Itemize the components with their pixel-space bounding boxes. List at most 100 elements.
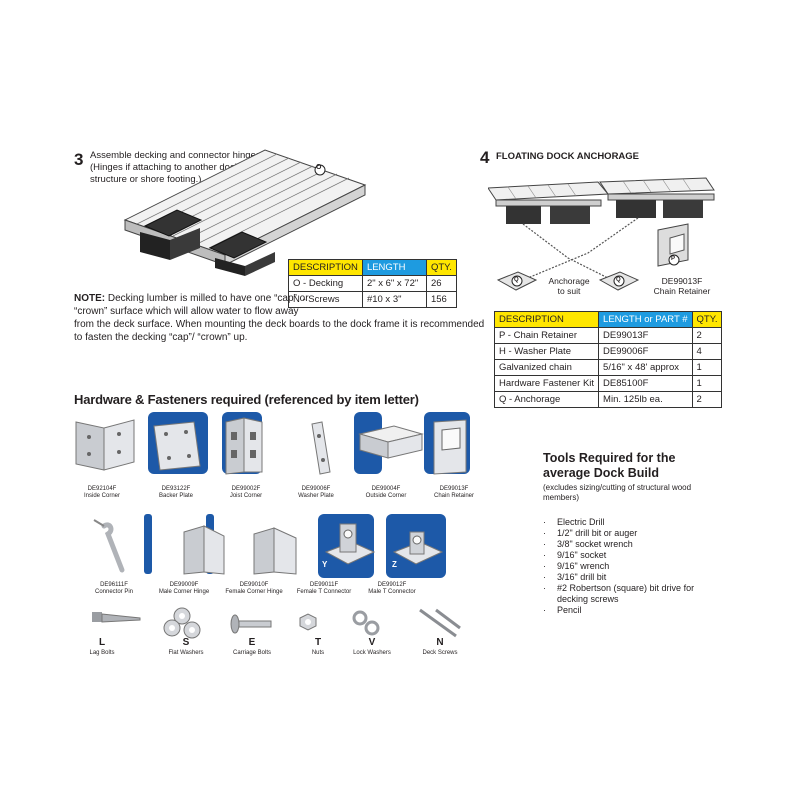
cell-description: Hardware Fastener Kit [493,375,600,392]
table-row: N - Screws #10 x 3" 156 [288,291,457,308]
cell-part: DE99006F [598,343,693,360]
cell-part: DE85100F [598,375,693,392]
table-header-row: DESCRIPTION LENGTH QTY. [288,259,457,276]
fastener-letter: V [368,637,376,648]
list-item: ·9/16" wrench [543,561,610,571]
flat-washer-icon [163,607,201,639]
cell-qty: 2 [691,391,723,408]
list-item: ·1/2" drill bit or auger [543,528,638,538]
header-qty: QTY. [425,259,457,276]
header-description: DESCRIPTION [493,311,600,328]
list-item: ·3/16" drill bit [543,572,607,582]
fastener-letter: L [98,637,106,648]
cell-length: #10 x 3" [361,291,427,308]
lock-washer-icon [352,610,380,636]
hardware-title: Hardware & Fasteners required (reference… [74,392,419,407]
list-item: ·9/16" socket [543,550,607,560]
header-qty: QTY. [691,311,723,328]
fastener-caption: Flat Washers [168,650,204,656]
step-3-parts-table: DESCRIPTION LENGTH QTY. O - Decking 2" x… [288,259,457,308]
backer-plate-icon [153,421,201,471]
step-3-instruction: Assemble decking and connector hinges. (… [90,150,264,185]
step-4-parts-table: DESCRIPTION LENGTH or PART # QTY. P - Ch… [493,311,723,408]
nut-icon [299,613,317,631]
cell-part: Min. 125lb ea. [598,391,693,408]
table-row: Galvanized chain 5/16" x 48' approx 1 [493,359,723,376]
cell-description: H - Washer Plate [493,343,600,360]
cell-length: 2" x 6" x 72" [361,275,427,292]
cell-description: N - Screws [288,291,363,308]
header-description: DESCRIPTION [288,259,363,276]
connector-pin-icon [93,519,125,573]
anchorage-illustration [488,177,715,291]
fastener-caption: Nuts [311,650,325,656]
letter-z: Z [392,560,397,569]
list-item: ·3/8" socket wrench [543,539,633,549]
callout-o-icon [314,164,326,176]
table-row: P - Chain Retainer DE99013F 2 [493,327,723,344]
table-row: Q - Anchorage Min. 125lb ea. 2 [493,391,723,408]
fastener-letter: E [248,637,256,648]
cell-qty: 2 [691,327,723,344]
tools-subtitle: (excludes sizing/cutting of structural w… [543,483,692,502]
list-item: ·#2 Robertson (square) bit drive for [543,583,695,593]
step-4-title: FLOATING DOCK ANCHORAGE [496,151,640,162]
tools-section: Tools Required for the average Dock Buil… [543,451,743,616]
list-item-continuation: decking screws [557,594,619,604]
chain-retainer-label: DE99013F Chain Retainer [653,276,711,296]
cell-part: 5/16" x 48' approx [598,359,693,376]
table-header-row: DESCRIPTION LENGTH or PART # QTY. [493,311,723,328]
female-t-connector-icon [324,523,376,565]
cell-description: Galvanized chain [493,359,600,376]
table-row: O - Decking 2" x 6" x 72" 26 [288,275,457,292]
decking-note: NOTE: Decking lumber is milled to have o… [74,293,485,343]
tools-title: Tools Required for the average Dock Buil… [543,451,676,480]
tools-list: ·Electric Drill ·1/2" drill bit or auger… [543,517,743,616]
cell-qty: 26 [425,275,457,292]
table-row: Hardware Fastener Kit DE85100F 1 [493,375,723,392]
carriage-bolt-icon [230,614,272,634]
chain-retainer-icon [433,419,467,475]
decking-assembly-illustration [123,149,367,276]
cell-qty: 1 [691,375,723,392]
anchorage-label: Anchorage to suit [548,276,590,296]
fastener-caption: Deck Screws [422,650,458,656]
hardware-row-2-illustrations [93,514,446,578]
callout-q-label-2: Q [616,277,621,283]
fastener-caption: Carriage Bolts [232,650,271,656]
callout-q-label: Q [514,277,519,283]
fastener-caption: Lock Washers [353,650,391,656]
callout-o-label: O [316,164,322,171]
cell-description: Q - Anchorage [493,391,600,408]
fastener-letter: S [182,637,190,648]
cell-qty: 1 [691,359,723,376]
lag-bolt-icon [92,612,141,623]
cell-description: P - Chain Retainer [493,327,600,344]
female-corner-hinge-icon [253,527,297,575]
step-4-number: 4 [480,148,490,167]
fastener-letter: N [436,637,444,648]
washer-plate-icon [311,421,331,475]
outside-corner-icon [358,425,424,459]
list-item: ·Pencil [543,605,582,615]
table-row: H - Washer Plate DE99006F 4 [493,343,723,360]
cell-part: DE99013F [598,327,693,344]
header-length-part: LENGTH or PART # [598,311,693,328]
header-length: LENGTH [361,259,427,276]
joist-corner-icon [225,417,263,475]
callout-p-label: P [671,256,676,262]
hardware-row-1-illustrations [75,412,470,475]
inside-corner-icon [75,419,135,471]
list-item: ·Electric Drill [543,517,605,527]
